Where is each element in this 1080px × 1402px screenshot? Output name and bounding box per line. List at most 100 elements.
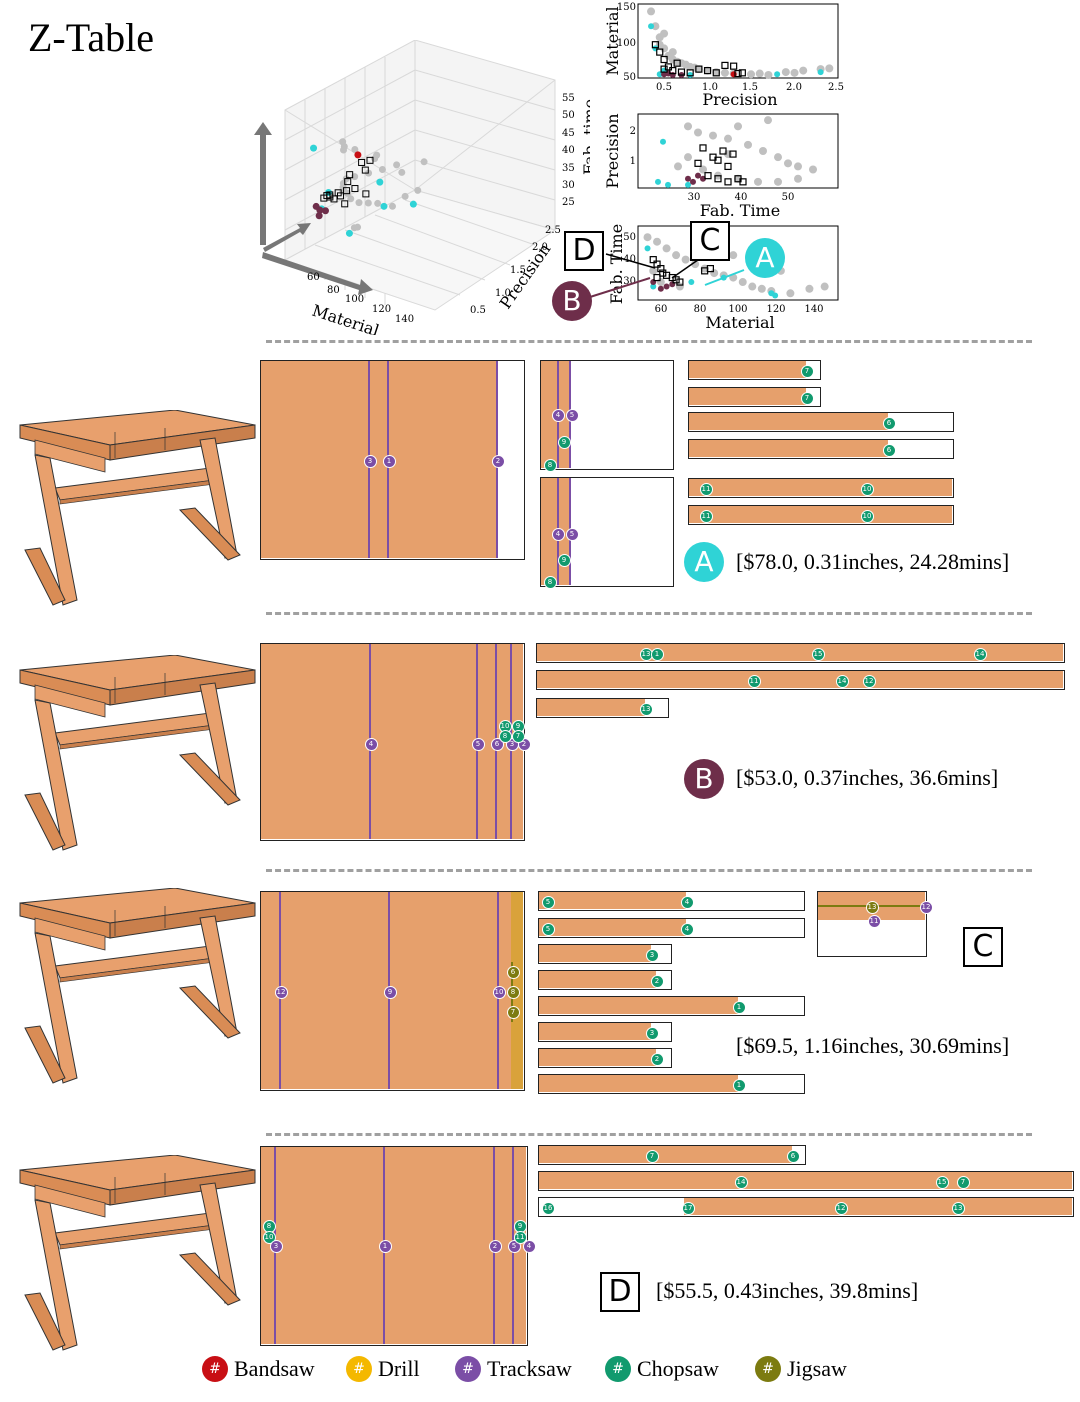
- scatter-point: [643, 233, 652, 242]
- cut-marker-chopsaw: 10: [860, 509, 874, 523]
- tick-3d-x: 120: [372, 304, 391, 315]
- scatter-point: [672, 251, 681, 260]
- scatter-point: [320, 194, 328, 202]
- cut-marker-tracksaw: 3: [269, 1239, 283, 1253]
- tick-3d-x: 80: [327, 285, 340, 296]
- scatter-point: [764, 71, 773, 79]
- tick: 120: [766, 304, 785, 315]
- scatter-point: [673, 59, 681, 67]
- cut-marker-chopsaw: 17: [681, 1201, 695, 1215]
- cut-marker-tracksaw: 1: [382, 454, 396, 468]
- scatter-point: [346, 171, 354, 179]
- cut-marker-chopsaw: 8: [543, 458, 557, 472]
- scatter-point: [662, 244, 671, 253]
- scatter-point: [655, 178, 661, 185]
- scatter-point: [644, 245, 651, 252]
- lumber-board: 1: [538, 1074, 805, 1094]
- legend-label: Drill: [378, 1356, 420, 1381]
- scatter-point: [724, 162, 732, 171]
- scatter-point: [321, 207, 329, 215]
- cut-marker-chopsaw: 7: [511, 729, 525, 743]
- scatter-point: [401, 192, 409, 200]
- scatter-point: [729, 251, 738, 260]
- scatter-point: [361, 166, 369, 174]
- scatter-point: [772, 292, 779, 299]
- scatter-point: [653, 237, 662, 246]
- scatter-point: [764, 116, 772, 125]
- scatter-point: [699, 165, 707, 174]
- tick: 80: [694, 304, 707, 315]
- scatter-point: [668, 273, 676, 282]
- scatter-point: [660, 55, 668, 64]
- cut-marker-tracksaw: 10: [492, 985, 506, 999]
- tick-3d-y: 2.5: [545, 225, 561, 236]
- scatter-point: [724, 178, 732, 186]
- callout-a-label: A: [745, 238, 785, 278]
- scatter-point: [825, 64, 834, 73]
- tick-3d-z: 30: [562, 180, 575, 191]
- scatter-point: [704, 172, 712, 180]
- tick-3d-y: 2.0: [532, 242, 548, 253]
- cut-marker-chopsaw: 2: [650, 974, 664, 988]
- cut-marker-chopsaw: 8: [543, 575, 557, 589]
- tick-3d-y: 1.0: [495, 288, 511, 299]
- tick-3d-z: 55: [562, 93, 575, 104]
- scatter-point: [660, 29, 669, 38]
- scatter-point: [681, 255, 690, 264]
- scatter-point: [341, 200, 349, 208]
- scatter-point: [719, 147, 727, 155]
- scatter-point: [809, 165, 817, 174]
- tick-3d-z: 45: [562, 128, 575, 139]
- tool-legend: #Bandsaw #Drill #Tracksaw #Chopsaw #Jigs…: [0, 1356, 1080, 1388]
- tick-3d-y: 0.5: [470, 305, 486, 316]
- axis-label: Precision: [603, 113, 622, 188]
- cut-marker-tracksaw: 4: [551, 527, 565, 541]
- scatter-precision-fabtime: 2 1 30 40 50 Fab. Time Precision: [603, 113, 839, 220]
- lumber-board: 6: [688, 412, 954, 432]
- legend-item-tracksaw: #Tracksaw: [455, 1356, 572, 1382]
- cut-marker-tracksaw: 12: [274, 985, 288, 999]
- sheet-panel: 12 9 10 6 8 7: [260, 891, 525, 1091]
- callout-d-label: D: [564, 231, 604, 271]
- tick-3d-z: 35: [562, 163, 575, 174]
- sheet-panel: 4 5 9 8: [540, 360, 674, 472]
- scatter-point: [373, 151, 381, 159]
- scatter-point: [794, 174, 802, 183]
- scatter-point: [315, 212, 323, 220]
- axis-label-3d-fabtime: Fab. time: [580, 99, 590, 175]
- cut-marker-jigsaw: 7: [506, 1005, 520, 1019]
- scatter-point: [738, 278, 747, 287]
- scatter-point: [659, 269, 667, 277]
- scatter-point: [687, 72, 694, 78]
- scatter-point: [669, 66, 677, 75]
- cut-marker-chopsaw: 10: [860, 482, 874, 496]
- scatter-point: [714, 156, 722, 164]
- tick: 2.5: [828, 82, 844, 93]
- scatter-point: [703, 66, 712, 75]
- scatter-point: [393, 161, 401, 169]
- scatter-point: [784, 159, 792, 168]
- scatter-point: [380, 202, 388, 210]
- sheet-panel: 8 10 3 1 2 5 4 9 11: [260, 1146, 536, 1346]
- cut-marker-chopsaw: 14: [835, 674, 849, 688]
- desk-rendering-b: [19, 655, 256, 851]
- scatter-point: [355, 199, 363, 207]
- scatter-material-precision: 150 100 50 0.5 1.0 1.5 2.0 2.5 Precision…: [603, 2, 844, 109]
- scatter-point: [649, 256, 657, 264]
- cut-marker-chopsaw: 7: [800, 364, 814, 378]
- cut-marker-chopsaw: 14: [973, 647, 987, 661]
- scatter-fabtime-material: 50 40 30 60 80 100 120 140 Material Fab.…: [607, 224, 839, 332]
- cut-marker-tracksaw: 11: [867, 914, 881, 928]
- cut-marker-tracksaw: 9: [383, 985, 397, 999]
- chopsaw-icon: #: [605, 1356, 631, 1382]
- scatter-point: [398, 168, 406, 176]
- scatter-point: [651, 22, 660, 31]
- scatter-point: [340, 143, 348, 151]
- scatter-point: [656, 71, 663, 78]
- scatter-point: [754, 177, 762, 186]
- tick: 50: [782, 192, 795, 203]
- cut-marker-chopsaw: 9: [557, 553, 571, 567]
- separator: [266, 1133, 1032, 1136]
- scatter-point: [316, 206, 324, 214]
